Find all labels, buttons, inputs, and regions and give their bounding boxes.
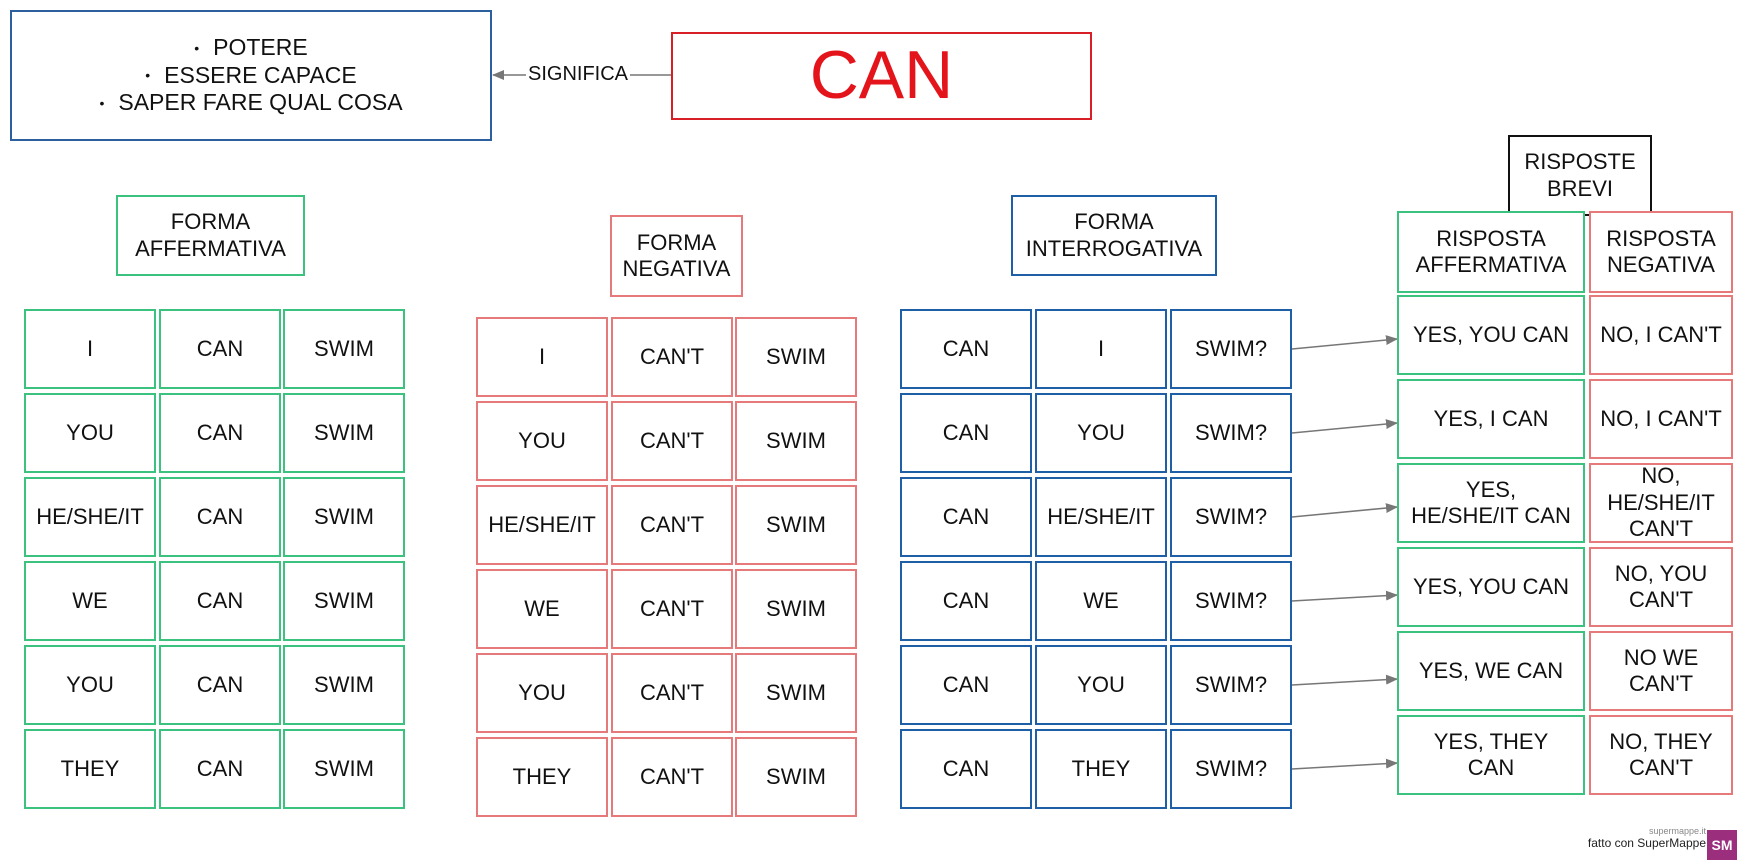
affirmative-cell: CAN [159,309,281,389]
answer-affirmative-cell: YES, YOU CAN [1397,547,1585,627]
affirmative-cell: SWIM [283,729,405,809]
interrogative-cell: SWIM? [1170,561,1292,641]
negative-cell: CAN'T [611,317,733,397]
interrogative-cell: YOU [1035,645,1167,725]
interrogative-cell: SWIM? [1170,477,1292,557]
answer-arrows [1291,335,1398,770]
interrogative-cell: HE/SHE/IT [1035,477,1167,557]
answer-negative-cell: NO WE CAN'T [1589,631,1733,711]
negative-cell: SWIM [735,401,857,481]
affirmative-cell: CAN [159,393,281,473]
title-can: CAN [671,32,1092,120]
answer-arrow [1291,674,1398,686]
bullet-icon: • [99,94,105,111]
brand-footer: supermappe.it fatto con SuperMappe [1588,826,1706,850]
interrogative-cell: WE [1035,561,1167,641]
interrogative-cell: SWIM? [1170,393,1292,473]
significa-label: SIGNIFICA [526,63,631,86]
answer-negative-cell: NO, I CAN'T [1589,295,1733,375]
negative-cell: I [476,317,608,397]
brand-text: fatto con SuperMappe [1587,836,1706,850]
answer-negative-header: RISPOSTA NEGATIVA [1589,211,1733,293]
supermappe-logo-icon: SM [1707,830,1737,860]
negative-cell: HE/SHE/IT [476,485,608,565]
affirmative-cell: CAN [159,729,281,809]
answer-affirmative-cell: YES, THEY CAN [1397,715,1585,795]
interrogative-cell: CAN [900,477,1032,557]
interrogative-cell: CAN [900,645,1032,725]
negative-cell: THEY [476,737,608,817]
answer-negative-cell: NO, HE/SHE/IT CAN'T [1589,463,1733,543]
meaning-item: •POTERE [194,34,308,61]
affirmative-cell: SWIM [283,393,405,473]
answer-negative-cell: NO, YOU CAN'T [1589,547,1733,627]
negative-cell: WE [476,569,608,649]
bullet-icon: • [145,67,151,84]
negative-cell: SWIM [735,485,857,565]
answer-arrow [1291,758,1398,770]
answer-affirmative-cell: YES, I CAN [1397,379,1585,459]
interrogative-cell: CAN [900,561,1032,641]
negative-cell: CAN'T [611,737,733,817]
negative-cell: YOU [476,653,608,733]
negative-cell: CAN'T [611,401,733,481]
answer-negative-cell: NO, THEY CAN'T [1589,715,1733,795]
negative-cell: SWIM [735,653,857,733]
interrogative-cell: YOU [1035,393,1167,473]
interrogative-cell: I [1035,309,1167,389]
negative-cell: YOU [476,401,608,481]
answer-affirmative-header: RISPOSTA AFFERMATIVA [1397,211,1585,293]
affirmative-cell: SWIM [283,309,405,389]
affirmative-cell: SWIM [283,561,405,641]
negative-cell: CAN'T [611,485,733,565]
affirmative-cell: WE [24,561,156,641]
answer-negative-cell: NO, I CAN'T [1589,379,1733,459]
negative-cell: SWIM [735,317,857,397]
meaning-item: •SAPER FARE QUAL COSA [99,89,403,116]
answer-arrow [1291,419,1398,434]
negative-cell: SWIM [735,569,857,649]
negative-cell: CAN'T [611,569,733,649]
affirmative-cell: YOU [24,393,156,473]
interrogative-header: FORMA INTERROGATIVA [1011,195,1217,276]
affirmative-cell: CAN [159,561,281,641]
answer-arrow [1291,590,1398,602]
interrogative-cell: CAN [900,309,1032,389]
brand-site: supermappe.it [1648,826,1706,836]
interrogative-cell: SWIM? [1170,309,1292,389]
negative-cell: CAN'T [611,653,733,733]
negative-header: FORMA NEGATIVA [610,215,743,297]
answer-affirmative-cell: YES, YOU CAN [1397,295,1585,375]
answer-arrow [1291,503,1398,518]
answer-arrow [1291,335,1398,350]
meaning-item: •ESSERE CAPACE [145,61,357,88]
short-answers-header: RISPOSTE BREVI [1508,135,1652,216]
meaning-box: •POTERE •ESSERE CAPACE •SAPER FARE QUAL … [10,10,492,141]
answer-affirmative-cell: YES, HE/SHE/IT CAN [1397,463,1585,543]
affirmative-cell: CAN [159,477,281,557]
negative-cell: SWIM [735,737,857,817]
affirmative-cell: SWIM [283,477,405,557]
affirmative-cell: I [24,309,156,389]
interrogative-cell: THEY [1035,729,1167,809]
interrogative-cell: CAN [900,393,1032,473]
affirmative-header: FORMA AFFERMATIVA [116,195,305,276]
affirmative-cell: SWIM [283,645,405,725]
affirmative-cell: CAN [159,645,281,725]
interrogative-cell: SWIM? [1170,645,1292,725]
affirmative-cell: HE/SHE/IT [24,477,156,557]
interrogative-cell: SWIM? [1170,729,1292,809]
bullet-icon: • [194,39,200,56]
affirmative-cell: YOU [24,645,156,725]
affirmative-cell: THEY [24,729,156,809]
interrogative-cell: CAN [900,729,1032,809]
answer-affirmative-cell: YES, WE CAN [1397,631,1585,711]
